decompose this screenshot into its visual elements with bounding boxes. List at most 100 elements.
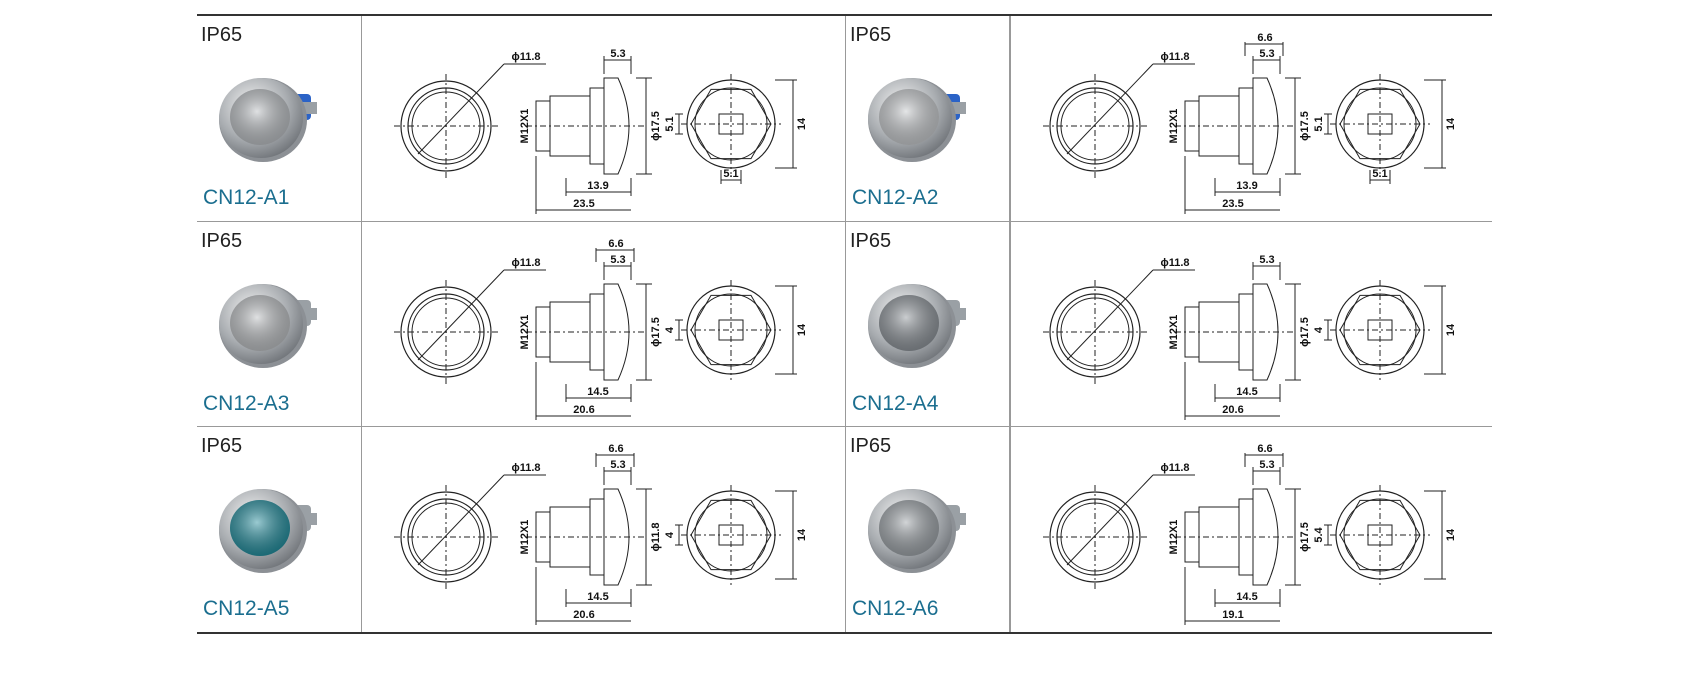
head-top-label: 6.6: [1257, 32, 1272, 44]
thread-label: M12X1: [519, 109, 531, 144]
thread-label: M12X1: [1168, 315, 1180, 350]
ip-rating: IP65: [850, 230, 892, 252]
head-top-label: 6.6: [1257, 443, 1272, 455]
ip-rating: IP65: [850, 24, 892, 46]
head-width-label: 5.3: [610, 254, 625, 266]
rear-dimension-b: 5.1: [1372, 168, 1387, 180]
model-number: CN12-A4: [852, 392, 939, 415]
body-length-label: 14.5: [587, 591, 608, 603]
product-photo-cell: IP65 CN12-A2: [845, 16, 1011, 221]
head-width-label: 5.3: [1259, 254, 1274, 266]
total-length-label: 23.5: [1222, 198, 1243, 210]
head-diameter-label: ϕ17.5: [1299, 522, 1311, 552]
thread-label: M12X1: [519, 315, 531, 350]
body-length-label: 14.5: [1236, 591, 1257, 603]
rear-height-label: 14: [796, 528, 808, 541]
push-button-photo: [219, 489, 317, 573]
rear-dimension-b: 5.1: [723, 168, 738, 180]
push-button-photo: [868, 284, 966, 368]
head-width-label: 5.3: [1259, 459, 1274, 471]
front-outer-circle: [1049, 286, 1141, 378]
ip-rating: IP65: [201, 435, 243, 457]
button-head: [1252, 77, 1279, 175]
model-number: CN12-A2: [852, 186, 939, 209]
body-length-label: 14.5: [1236, 386, 1257, 398]
total-length-label: 23.5: [573, 198, 594, 210]
rear-height-label: 14: [796, 323, 808, 336]
thread-label: M12X1: [1168, 109, 1180, 144]
push-button-photo: [219, 78, 317, 162]
rear-dimension-a: 4: [664, 531, 676, 538]
rear-height-label: 14: [1445, 117, 1457, 130]
model-number: CN12-A1: [203, 186, 290, 209]
button-head: [1252, 283, 1279, 381]
rear-height-label: 14: [1445, 323, 1457, 336]
front-outer-circle: [400, 80, 492, 172]
head-top-label: 6.6: [608, 238, 623, 250]
head-top-label: 6.6: [608, 443, 623, 455]
product-photo-cell: IP65 CN12-A6: [845, 427, 1011, 632]
push-button-photo: [868, 78, 966, 162]
rear-dimension-a: 5.4: [1313, 526, 1325, 542]
model-number: CN12-A3: [203, 392, 290, 415]
product-photo-cell: IP65 CN12-A5: [197, 427, 362, 632]
total-length-label: 20.6: [573, 404, 594, 416]
rear-height-label: 14: [796, 117, 808, 130]
head-width-label: 5.3: [1259, 48, 1274, 60]
button-head: [603, 488, 630, 586]
total-length-label: 20.6: [573, 609, 594, 621]
front-outer-circle: [1049, 491, 1141, 583]
rear-dimension-a: 5.1: [664, 116, 676, 131]
thread-label: M12X1: [1168, 520, 1180, 555]
rear-dimension-a: 5.1: [1313, 116, 1325, 131]
front-outer-circle: [400, 286, 492, 378]
head-diameter-label: ϕ17.5: [650, 317, 662, 347]
front-outer-circle: [400, 491, 492, 583]
ip-rating: IP65: [850, 435, 892, 457]
model-number: CN12-A5: [203, 597, 290, 620]
rear-height-label: 14: [1445, 528, 1457, 541]
head-diameter-label: ϕ17.5: [650, 111, 662, 141]
ip-rating: IP65: [201, 24, 243, 46]
body-length-label: 14.5: [587, 386, 608, 398]
body-length-label: 13.9: [1236, 180, 1257, 192]
button-head: [1252, 488, 1279, 586]
button-head: [603, 283, 630, 381]
product-photo-cell: IP65 CN12-A1: [197, 16, 362, 221]
push-button-photo: [868, 489, 966, 573]
head-diameter-label: ϕ17.5: [1299, 111, 1311, 141]
front-diameter-label: ϕ11.8: [1160, 257, 1189, 269]
head-width-label: 5.3: [610, 48, 625, 60]
front-diameter-label: ϕ11.8: [511, 462, 540, 474]
product-photo-cell: IP65 CN12-A3: [197, 222, 362, 427]
push-button-photo: [219, 284, 317, 368]
front-outer-circle: [1049, 80, 1141, 172]
button-head: [603, 77, 630, 175]
body-length-label: 13.9: [587, 180, 608, 192]
front-diameter-label: ϕ11.8: [1160, 462, 1189, 474]
product-photo-cell: IP65 CN12-A4: [845, 222, 1011, 427]
front-diameter-label: ϕ11.8: [1160, 51, 1189, 63]
model-number: CN12-A6: [852, 597, 939, 620]
thread-label: M12X1: [519, 520, 531, 555]
head-diameter-label: ϕ11.8: [650, 522, 662, 551]
rear-dimension-a: 4: [664, 326, 676, 333]
total-length-label: 19.1: [1222, 609, 1243, 621]
head-width-label: 5.3: [610, 459, 625, 471]
total-length-label: 20.6: [1222, 404, 1243, 416]
front-diameter-label: ϕ11.8: [511, 51, 540, 63]
